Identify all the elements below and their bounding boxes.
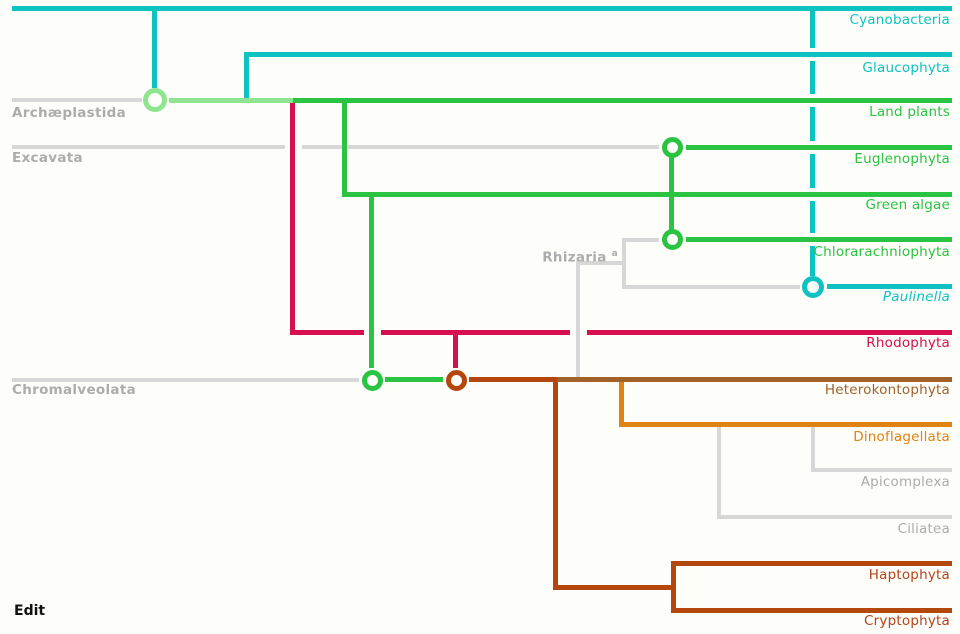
taxon-label-heterokontophyta[interactable]: Heterokontophyta [824, 382, 950, 398]
cryptophyta-branch-line [671, 608, 952, 613]
secondary-red-host-line [469, 377, 557, 382]
glaucophyta-branch-line [244, 52, 952, 57]
green-secondary-endosymbiosis-node[interactable] [362, 370, 383, 391]
primary-plastid-line-light [169, 98, 296, 103]
chromalveolata-branch-line [12, 378, 359, 382]
chromalveolata-node-link-line [385, 377, 443, 382]
rhizaria-stem-vertical [576, 261, 580, 377]
euglenophyta-endosymbiosis-node[interactable] [662, 137, 683, 158]
ciliatea-elbow-vertical [717, 424, 721, 519]
taxon-label-rhodophyta[interactable]: Rhodophyta [866, 335, 950, 351]
glaucophyta-elbow-vertical [244, 52, 249, 100]
clade-label-rhizaria: Rhizaria a [542, 246, 618, 266]
rhodophyta-stem-vertical [290, 101, 295, 335]
rhizaria-node-connector-line [576, 261, 626, 265]
ciliatea-branch-line [717, 515, 952, 519]
taxon-label-glaucophyta[interactable]: Glaucophyta [862, 60, 950, 76]
green-algae-branch-line [342, 192, 952, 197]
paulinella-branch-line [827, 284, 952, 289]
cyanobacteria-to-primary-node-vertical [152, 6, 157, 88]
green-algae-to-chromalveolata-node-vertical [369, 192, 374, 368]
haptophyta-cryptophyta-stem-vertical [553, 377, 558, 590]
chlorarachniophyta-branch-line [686, 237, 952, 242]
euglenophyta-branch-line [686, 145, 952, 150]
taxon-label-apicomplexa[interactable]: Apicomplexa [860, 474, 950, 490]
taxon-label-ciliatea[interactable]: Ciliatea [897, 521, 950, 537]
paulinella-endosymbiosis-node[interactable] [802, 276, 824, 298]
rhodophyta-branch-line [293, 330, 952, 335]
taxon-label-haptophyta[interactable]: Haptophyta [868, 567, 950, 583]
rhodophyta-to-secondary-node-vertical [453, 333, 458, 368]
dinoflagellata-elbow-vertical [619, 379, 624, 427]
heterokontophyta-branch-line [555, 377, 952, 382]
red-secondary-endosymbiosis-node[interactable] [446, 370, 467, 391]
taxon-label-green-algae[interactable]: Green algae [865, 197, 950, 213]
clade-label-chromalveolata: Chromalveolata [12, 382, 136, 398]
taxon-label-land-plants[interactable]: Land plants [869, 104, 950, 120]
green-algae-elbow-vertical [342, 100, 347, 197]
taxon-label-euglenophyta[interactable]: Euglenophyta [854, 151, 950, 167]
dinoflagellata-branch-line [619, 422, 952, 427]
land-plants-branch-line [293, 98, 952, 103]
chlorarachniophyta-endosymbiosis-node[interactable] [662, 229, 683, 250]
edit-link[interactable]: Edit [14, 603, 46, 619]
apicomplexa-branch-line [811, 468, 952, 472]
clade-label-rhizaria-text: Rhizaria [542, 249, 607, 266]
haptophyta-cryptophyta-stem-line [553, 585, 676, 590]
archaeplastida-branch-line [12, 98, 142, 102]
apicomplexa-elbow-vertical [811, 424, 815, 470]
chlorarachniophyta-bracket-line [622, 238, 659, 242]
haptophyta-branch-line [671, 561, 952, 566]
taxon-label-dinoflagellata[interactable]: Dinoflagellata [853, 429, 950, 445]
clade-label-archaeplastida: Archæplastida [12, 105, 127, 121]
taxon-label-cyanobacteria[interactable]: Cyanobacteria [849, 12, 950, 28]
excavata-branch-line [12, 145, 659, 149]
clade-label-excavata: Excavata [12, 150, 83, 166]
primary-endosymbiosis-node[interactable] [143, 88, 167, 112]
cyanobacteria-branch-line [12, 6, 952, 11]
taxon-label-cryptophyta[interactable]: Cryptophyta [864, 613, 950, 629]
rhizaria-footnote-superscript: a [611, 249, 618, 259]
taxon-label-paulinella[interactable]: Paulinella [882, 289, 950, 305]
taxon-label-chlorarachniophyta[interactable]: Chlorarachniophyta [813, 244, 950, 260]
paulinella-bracket-line [622, 285, 800, 289]
